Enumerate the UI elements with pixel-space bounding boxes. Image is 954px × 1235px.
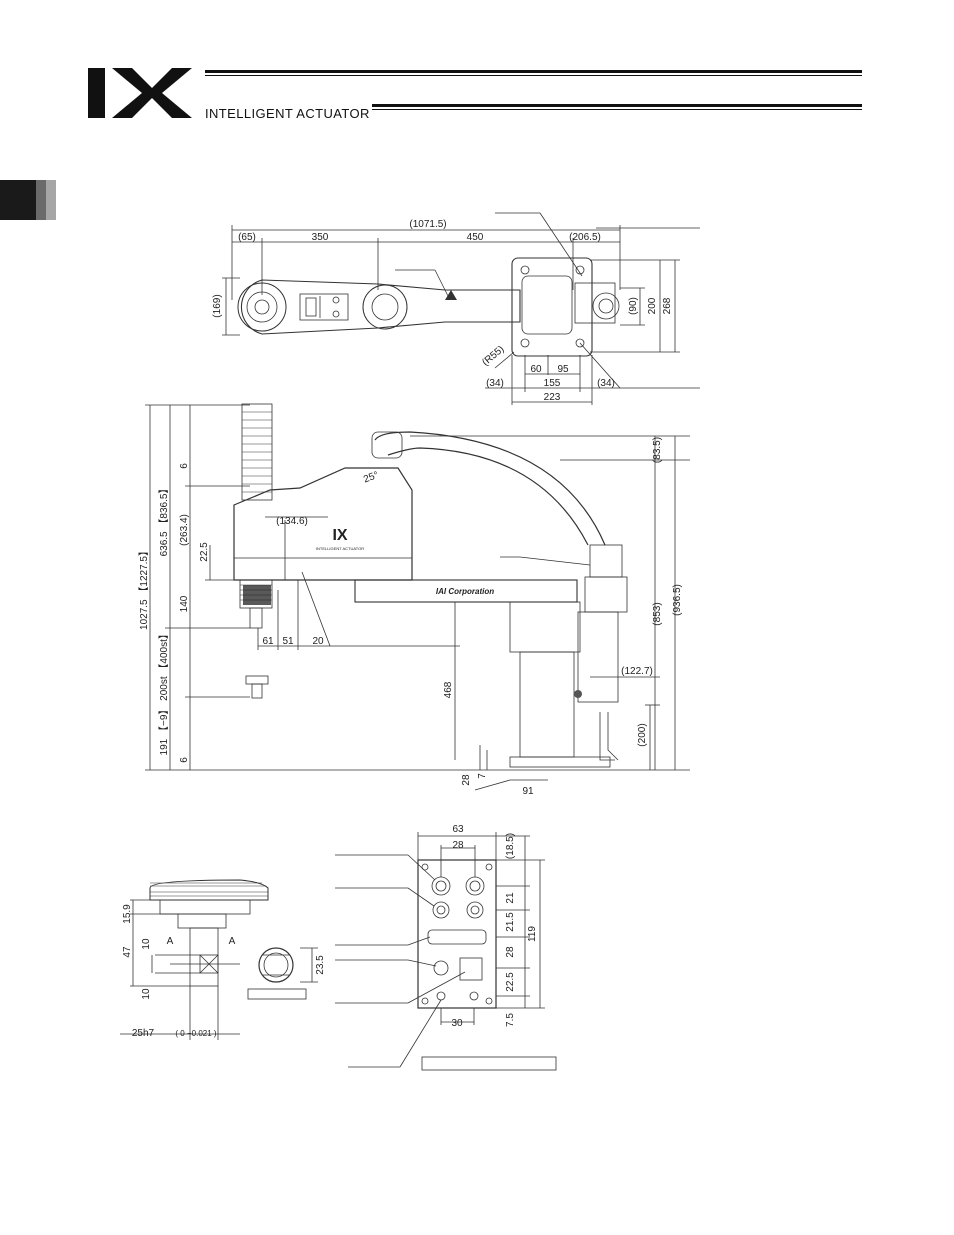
dim-51: 51 (282, 636, 294, 647)
dim-263: (263.4) (179, 514, 190, 546)
dim-122: (122.7) (621, 666, 653, 677)
dim-91: 91 (522, 786, 534, 797)
dim-left-169: (169) (212, 294, 223, 317)
dim-top-206: (206.5) (569, 232, 601, 243)
dim-top-65: (65) (238, 232, 256, 243)
dim-119: 119 (527, 926, 538, 942)
dim-21-5: 21.5 (505, 912, 516, 932)
dim-28: 28 (461, 774, 472, 786)
dim-468: 468 (443, 681, 454, 698)
dim-right-90: (90) (628, 297, 639, 315)
dim-10-a: 10 (141, 938, 152, 950)
header-rule-top (205, 70, 862, 73)
chapter-tab-light (46, 180, 56, 220)
dim-63: 63 (452, 824, 464, 835)
dim-60: 60 (530, 364, 542, 375)
body-logo-label: IX (332, 527, 347, 544)
dim-25h7: 25h7 (132, 1028, 155, 1039)
header-rule-top-thin (205, 75, 862, 76)
dim-21: 21 (505, 892, 516, 904)
dim-6-top: 6 (179, 463, 190, 469)
dim-200st: 200st 【400st】 (158, 629, 170, 701)
chapter-tab-shade (36, 180, 46, 220)
dim-23-5: 23.5 (315, 955, 326, 975)
header-rule-bottom-thin (372, 109, 862, 110)
arm-label: IAI Corporation (436, 587, 494, 596)
dim-61: 61 (262, 636, 274, 647)
dim-140: 140 (179, 595, 190, 612)
dim-18-5: (18.5) (505, 833, 516, 859)
dim-overall-length: (1071.5) (409, 219, 446, 230)
dim-636: 636.5 【836.5】 (158, 484, 170, 557)
dim-28-right: 28 (505, 946, 516, 958)
dim-15-9: 15.9 (122, 904, 133, 924)
dim-r55: (R55) (480, 344, 506, 369)
dim-95: 95 (557, 364, 569, 375)
dim-right-268: 268 (662, 297, 673, 314)
dim-7-5: 7.5 (505, 1013, 516, 1027)
dim-853: (853) (652, 602, 663, 625)
dim-191: 191 【−9】 (158, 705, 170, 756)
brand-name: INTELLIGENT ACTUATOR (205, 106, 370, 121)
header-rule-bottom (372, 104, 862, 107)
shaft-tolerance: ( 0 −0.021 ) (175, 1029, 216, 1038)
dim-22-5: 22.5 (199, 542, 210, 562)
dim-10-b: 10 (141, 988, 152, 1000)
dim-30: 30 (451, 1018, 463, 1029)
dim-223: 223 (544, 392, 561, 403)
dim-22-5-right: 22.5 (505, 972, 516, 992)
dim-936: (936.5) (672, 584, 683, 616)
dim-top-450: 450 (467, 232, 484, 243)
section-label-a-left: A (167, 936, 174, 947)
ix-logo-icon (88, 66, 198, 120)
dim-83: (83.5) (652, 437, 663, 463)
dim-1027: 1027.5 【1227.5】 (138, 546, 150, 630)
body-logo-subtitle: INTELLIGENT ACTUATOR (316, 546, 364, 551)
section-label-a-right: A (229, 936, 236, 947)
dim-6-bottom: 6 (179, 757, 190, 763)
dim-155: 155 (544, 378, 561, 389)
dim-34-right: (34) (597, 378, 615, 389)
dim-right-200: 200 (647, 297, 658, 314)
dim-200-right: (200) (637, 723, 648, 746)
dim-top-350: 350 (312, 232, 329, 243)
dim-47: 47 (122, 946, 133, 958)
dim-20: 20 (312, 636, 324, 647)
dim-134: (134.6) (276, 516, 308, 527)
dim-28-top: 28 (452, 840, 464, 851)
dim-25-deg: 25° (362, 470, 380, 486)
dim-7: 7 (477, 773, 488, 779)
dim-34-left: (34) (486, 378, 504, 389)
chapter-tab (0, 180, 36, 220)
